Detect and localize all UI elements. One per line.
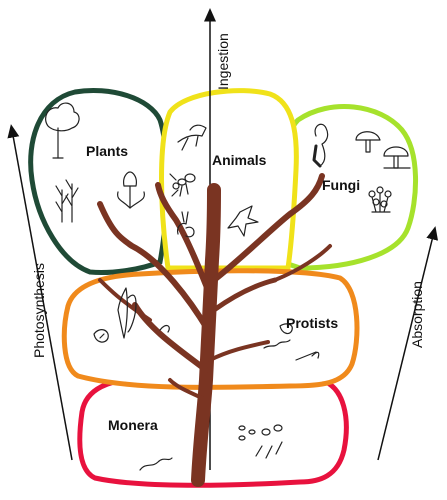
absorption-arrow bbox=[377, 226, 439, 461]
monera-doodles bbox=[139, 424, 283, 471]
ingestion-label: Ingestion bbox=[215, 33, 231, 90]
animals-label: Animals bbox=[212, 152, 267, 168]
protist-doodles bbox=[93, 287, 320, 361]
fungi-doodles bbox=[312, 123, 411, 213]
tree-of-life bbox=[97, 173, 332, 487]
plants-label: Plants bbox=[86, 143, 128, 159]
monera-label: Monera bbox=[108, 417, 158, 433]
photosynthesis-label: Photosynthesis bbox=[31, 263, 47, 358]
absorption-label: Absorption bbox=[409, 281, 425, 348]
plants-lobe bbox=[28, 87, 170, 275]
plant-doodles bbox=[45, 102, 145, 223]
fungi-label: Fungi bbox=[322, 177, 360, 193]
protists-label: Protists bbox=[286, 315, 338, 331]
photosynthesis-arrow bbox=[7, 124, 73, 461]
animal-doodles bbox=[169, 124, 259, 238]
